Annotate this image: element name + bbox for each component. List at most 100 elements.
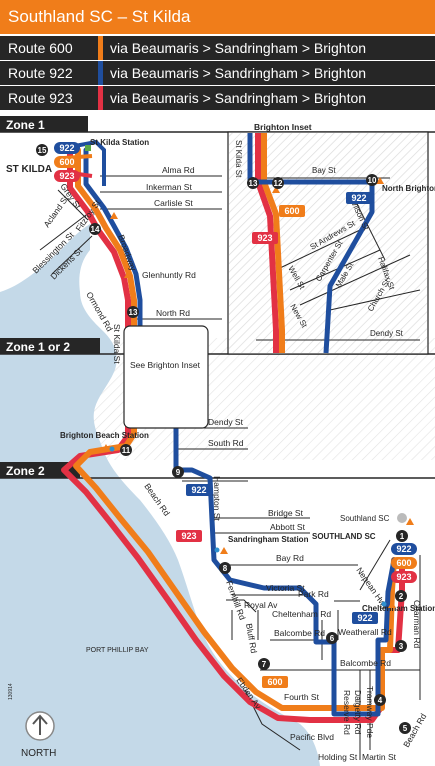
svg-text:Balcombe Rd: Balcombe Rd [274,628,325,638]
svg-text:Carlisle St: Carlisle St [154,198,193,208]
station-dot-icon [381,601,387,607]
route-row-600: Route 600 via Beaumaris > Sandringham > … [0,36,435,60]
svg-text:South Rd: South Rd [208,438,244,448]
svg-text:1: 1 [400,532,405,541]
svg-text:15: 15 [38,146,47,155]
svg-text:Inkerman St: Inkerman St [146,182,192,192]
svg-text:922: 922 [357,613,372,623]
svg-text:922: 922 [191,485,206,495]
svg-text:3: 3 [399,642,404,651]
svg-text:Holding St: Holding St [318,752,358,762]
svg-text:600: 600 [267,677,282,687]
port-phillip-label: PORT PHILLIP BAY [86,647,149,654]
route-color-strip [98,86,103,110]
zone-label-1: Zone 1 [6,118,45,132]
st-kilda-station-label: St Kilda Station [90,138,149,147]
north-arrow-icon [25,711,55,741]
svg-text:St Kilda St: St Kilda St [234,140,243,178]
zone-bar-1 [0,116,88,132]
station-dot-icon [109,446,115,452]
svg-text:9: 9 [176,468,181,477]
zone-bar-2 [0,462,80,478]
svg-text:600: 600 [284,206,299,216]
southland-sc-dot [397,513,407,523]
svg-text:Hampton St: Hampton St [212,476,222,522]
route-badges: 922 600 923 922 600 923 922 923 600 922 … [54,142,417,688]
svg-text:Dendy St: Dendy St [208,417,244,427]
svg-text:12: 12 [274,179,283,188]
route-via: via Beaumaris > Sandringham > Brighton [110,40,367,56]
svg-text:Dendy St: Dendy St [370,329,404,338]
zone-label-12: Zone 1 or 2 [6,340,70,354]
svg-text:Alma Rd: Alma Rd [162,165,195,175]
svg-text:922: 922 [351,193,366,203]
route-color-strip [98,61,103,85]
svg-text:Royal Av: Royal Av [244,600,278,610]
svg-text:10: 10 [368,176,377,185]
svg-text:8: 8 [223,564,228,573]
svg-text:North Rd: North Rd [156,308,190,318]
see-inset-box [123,325,209,429]
svg-text:Balcombe Rd: Balcombe Rd [340,658,391,668]
svg-text:Victoria St: Victoria St [266,583,305,593]
route-name: Route 600 [8,40,73,56]
route-via: via Beaumaris > Sandringham > Brighton [110,90,367,106]
route-row-922: Route 922 via Beaumaris > Sandringham > … [0,61,435,85]
svg-text:Cheltenham Rd: Cheltenham Rd [272,609,331,619]
route-color-strip [98,36,103,60]
svg-text:Park Rd: Park Rd [298,589,329,599]
svg-text:North Brighton Station: North Brighton Station [382,184,435,193]
svg-text:Dalgetty Rd: Dalgetty Rd [353,690,363,735]
svg-text:923: 923 [257,233,272,243]
route-row-923: Route 923 via Beaumaris > Sandringham > … [0,86,435,110]
zone-label-2: Zone 2 [6,464,45,478]
sandringham-label: Sandringham Station [228,535,309,544]
svg-text:Bay Rd: Bay Rd [276,553,304,563]
route-lines [61,147,405,723]
svg-text:Glenhuntly Rd: Glenhuntly Rd [142,270,196,280]
st-kilda-label: ST KILDA [6,164,52,175]
svg-text:Weatherall Rd: Weatherall Rd [338,627,392,637]
svg-text:St Kilda St: St Kilda St [112,324,122,364]
route-via: via Beaumaris > Sandringham > Brighton [110,65,367,81]
svg-text:2: 2 [399,592,404,601]
route-name: Route 922 [8,65,73,81]
streets [39,175,421,760]
svg-text:923: 923 [396,572,411,582]
station-dot-icon [214,547,220,553]
svg-text:Bay St: Bay St [312,166,336,175]
svg-text:13: 13 [249,179,258,188]
svg-text:Bluff Rd: Bluff Rd [244,623,259,655]
svg-text:Acland St: Acland St [41,193,70,229]
svg-text:922: 922 [59,143,74,153]
page-title: Southland SC – St Kilda [0,0,435,34]
port-phillip-bay-water [0,224,320,766]
svg-text:600: 600 [59,157,74,167]
transfer-triangle-icons [102,177,414,608]
brighton-beach-label: Brighton Beach Station [60,431,149,440]
svg-text:Reserve Rd: Reserve Rd [342,690,352,735]
stop-markers: 15 14 13 11 9 8 7 6 5 4 3 2 1 13 12 10 [36,144,411,734]
svg-text:600: 600 [396,558,411,568]
svg-text:5: 5 [403,724,408,733]
map-code: 130914 [8,683,14,700]
svg-text:922: 922 [396,544,411,554]
svg-text:Martin St: Martin St [362,752,397,762]
route-name: Route 923 [8,90,73,106]
southland-sc-bold-label: SOUTHLAND SC [312,532,376,541]
svg-text:Pacific Blvd: Pacific Blvd [290,732,334,742]
svg-text:13: 13 [129,308,138,317]
inset-title: Brighton Inset [254,122,312,132]
train-station-icon [85,145,91,151]
svg-text:923: 923 [59,171,74,181]
svg-text:7: 7 [262,660,267,669]
southland-sc-label: Southland SC [340,514,390,523]
svg-text:923: 923 [181,531,196,541]
svg-text:Bridge St: Bridge St [268,508,304,518]
svg-text:11: 11 [122,446,131,455]
svg-text:6: 6 [330,634,335,643]
zone-bar-12 [0,338,100,354]
north-label: NORTH [21,748,56,759]
